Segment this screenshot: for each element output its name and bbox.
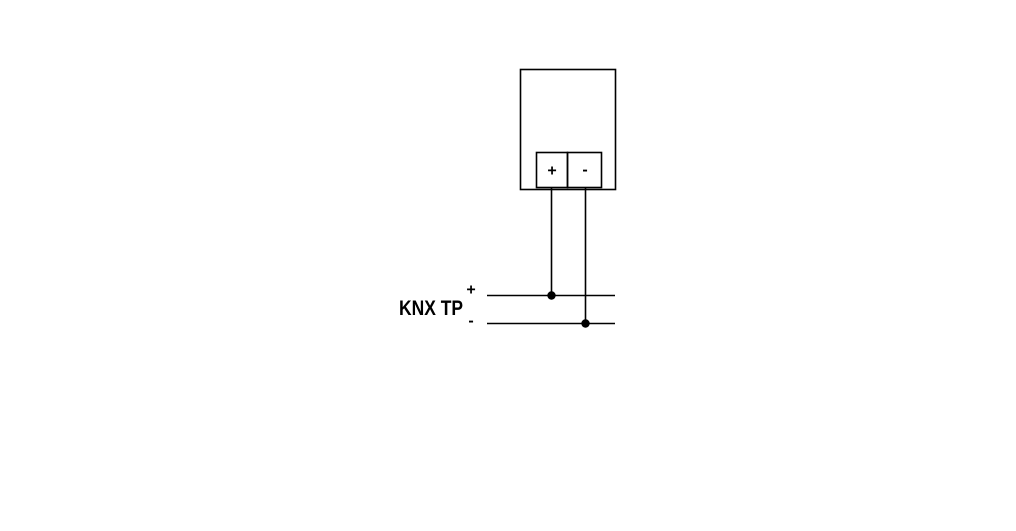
terminal-minus-box [566, 151, 603, 189]
diagram-strokes [487, 68, 617, 325]
junction-dot-plus [547, 291, 556, 300]
terminal-minus-label: - [582, 162, 587, 179]
terminal-plus-label: + [547, 163, 556, 180]
junction-dot-minus [581, 319, 590, 328]
bus-name-label: KNX TP [399, 297, 463, 320]
device-outline [519, 68, 617, 191]
bus-plus-label: + [466, 282, 475, 299]
bus-minus-label: - [468, 313, 473, 330]
